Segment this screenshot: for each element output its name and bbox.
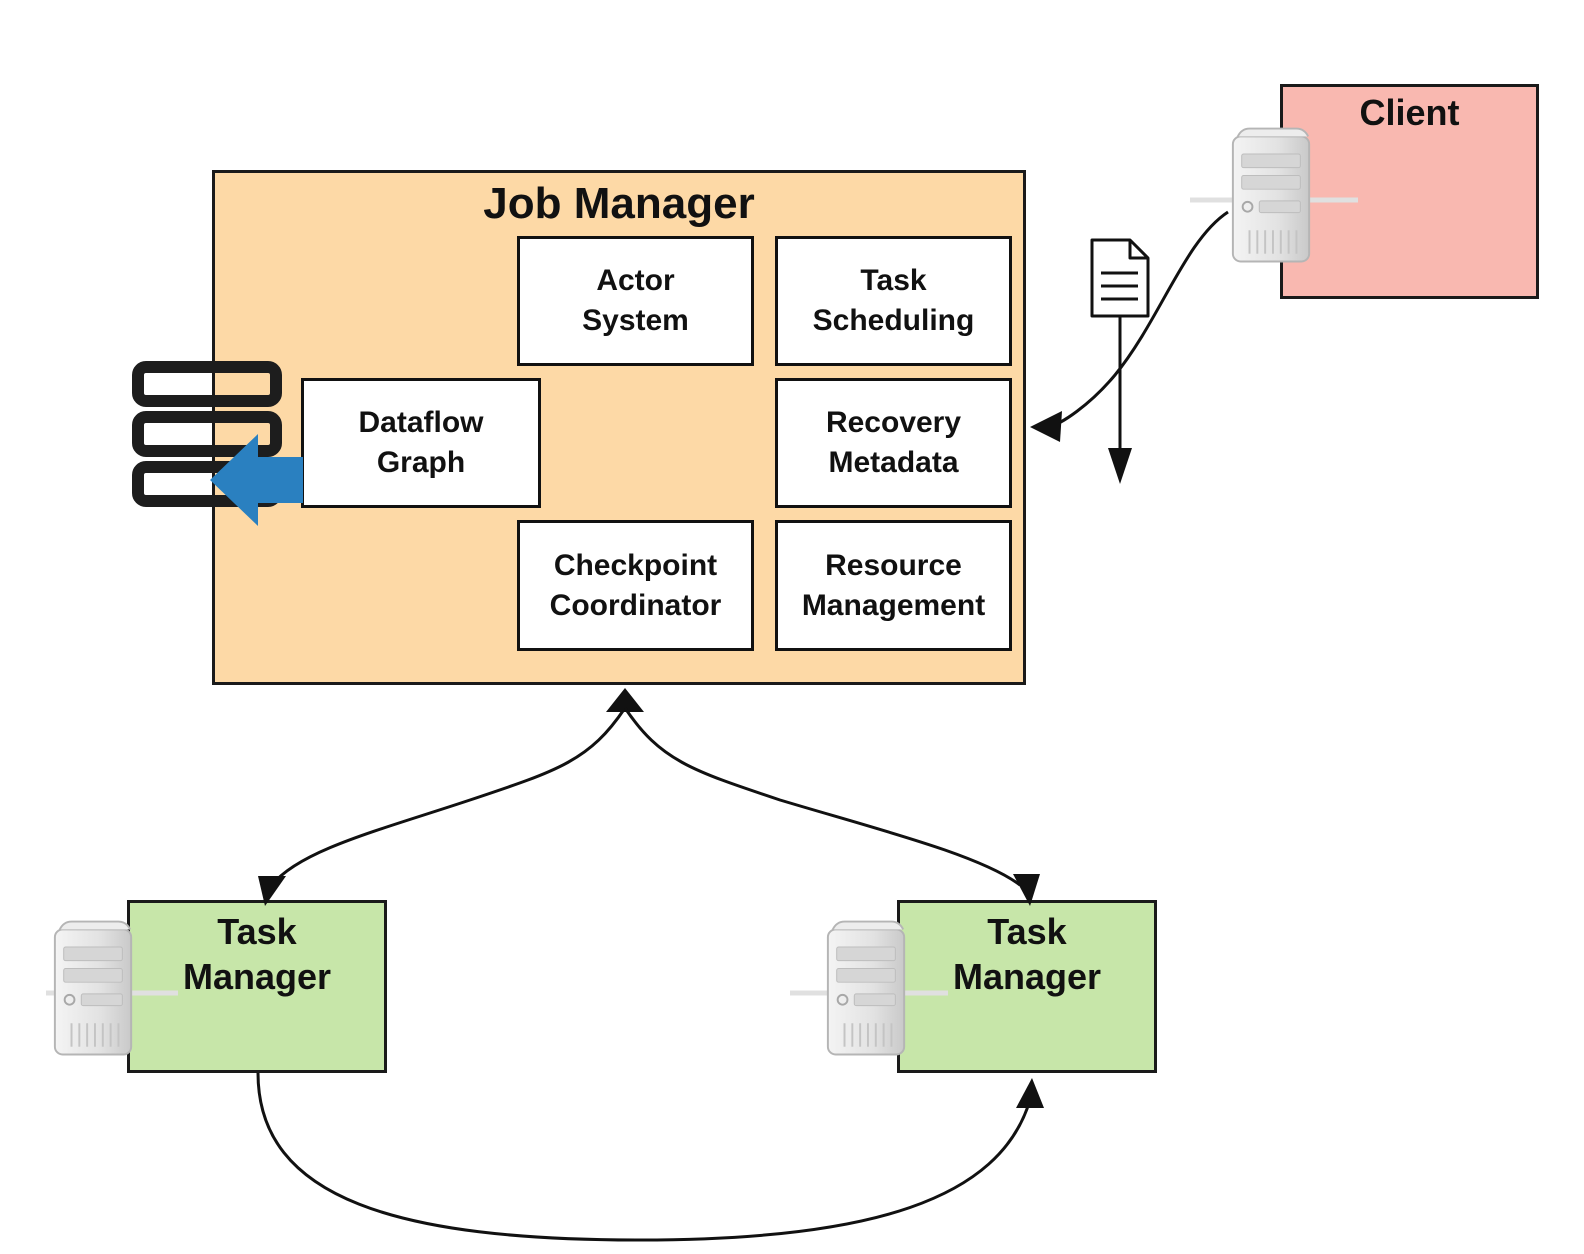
document-down-arrowhead (1108, 448, 1132, 484)
checkpoint-coordinator-label: Checkpoint Coordinator (549, 548, 722, 622)
dataflow-graph-label: Dataflow Graph (358, 406, 484, 479)
client-title: Client (1359, 92, 1460, 133)
arrow-left-icon (210, 434, 303, 526)
client-box: Client (1280, 84, 1539, 299)
task-manager-title-1: Task Manager (182, 911, 332, 997)
task-scheduling-box: Task Scheduling (775, 236, 1012, 366)
recovery-metadata-box: Recovery Metadata (775, 378, 1012, 508)
task-manager-box-1: Task Manager (127, 900, 387, 1073)
tm2-bottom-arrowhead (1016, 1078, 1044, 1108)
jm-top-arrowhead (606, 688, 644, 712)
server-icon (790, 920, 948, 1056)
checkpoint-coordinator-box: Checkpoint Coordinator (517, 520, 754, 651)
server-icon (46, 920, 178, 1056)
dataflow-graph-box: Dataflow Graph (301, 378, 541, 508)
document-icon (1090, 238, 1150, 318)
tm1-to-tm2-connector (256, 1072, 1032, 1242)
resource-management-label: Resource Management (801, 548, 986, 622)
actor-system-label: Actor System (582, 264, 689, 337)
tm1-arrowhead (258, 876, 286, 906)
task-scheduling-label: Task Scheduling (812, 264, 975, 337)
resource-management-box: Resource Management (775, 520, 1012, 651)
recovery-metadata-label: Recovery Metadata (825, 406, 962, 479)
tm2-arrowhead (1013, 874, 1040, 906)
client-to-jobmanager-connector (1049, 210, 1229, 428)
server-icon (1190, 127, 1358, 263)
client-to-jobmanager-arrowhead (1030, 411, 1062, 442)
job-manager-title: Job Manager (483, 179, 755, 228)
task-manager-box-2: Task Manager (897, 900, 1157, 1073)
storage-stack-icon (132, 361, 282, 507)
jm-tm1-connector (270, 707, 627, 886)
actor-system-box: Actor System (517, 236, 754, 366)
jm-tm2-connector (623, 707, 1021, 887)
task-manager-title-2: Task Manager (952, 911, 1102, 997)
